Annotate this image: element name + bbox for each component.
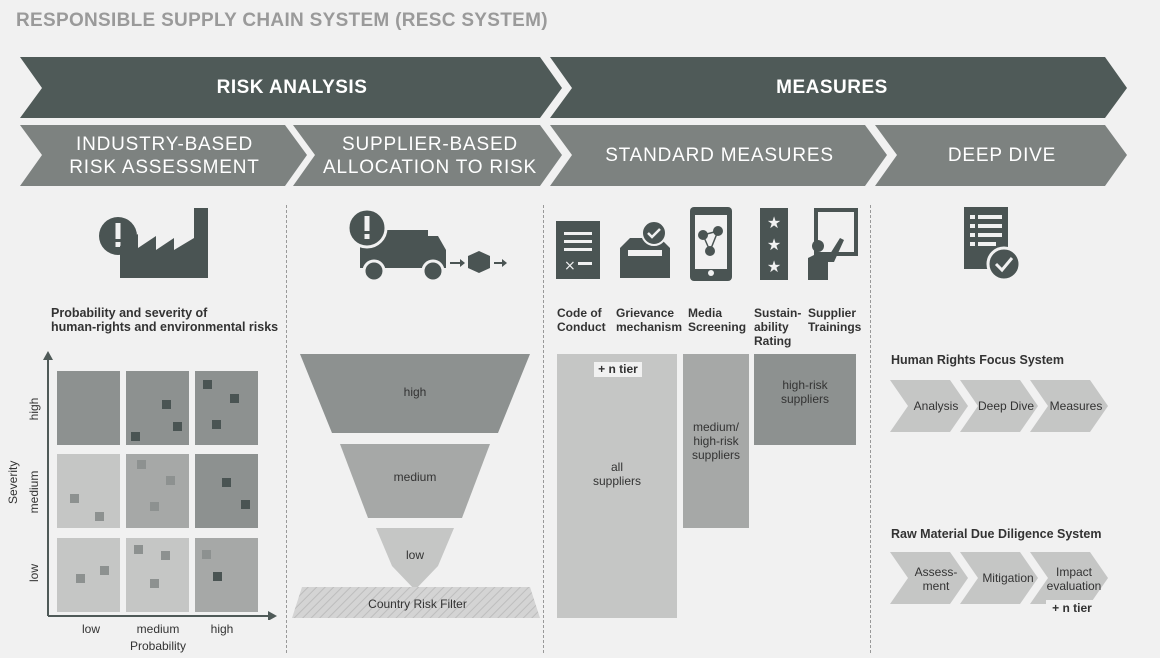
high-risk-bar — [754, 354, 856, 445]
measures-label: MEASURES — [776, 76, 888, 98]
risk-matrix — [43, 351, 277, 620]
grievance-mailbox-icon — [620, 220, 670, 278]
funnel-medium — [340, 444, 490, 518]
page-title: RESPONSIBLE SUPPLY CHAIN SYSTEM (RESC SY… — [16, 10, 548, 31]
funnel-low-label: low — [405, 548, 424, 562]
x-tick: low — [81, 622, 100, 636]
band-shapes — [20, 57, 1127, 186]
supplier-trainings-icon — [808, 208, 858, 280]
chevron-step — [1030, 380, 1108, 432]
rm-chevrons — [890, 552, 1108, 604]
risk-funnel — [292, 354, 540, 618]
country-risk-filter — [292, 587, 540, 618]
y-tick: low — [27, 564, 41, 583]
severity-axis-label: Severity — [6, 460, 20, 504]
divider — [286, 205, 287, 653]
truck-warning-icon — [348, 208, 507, 282]
hr-chevrons — [890, 380, 1108, 432]
matrix-cell — [57, 538, 120, 612]
matrix-cell — [195, 538, 258, 612]
hr-step-deepdive: Deep Dive — [977, 399, 1035, 413]
chevron-step — [890, 380, 968, 432]
country-risk-filter-label: Country Risk Filter — [368, 597, 467, 611]
rm-step-assessment: Assess-ment — [914, 565, 958, 593]
chevron-step — [960, 380, 1038, 432]
rm-step-mitigation: Mitigation — [982, 571, 1034, 585]
matrix-cell — [57, 371, 120, 445]
deep-dive-checklist-icon — [964, 207, 1022, 282]
all-suppliers-bar — [557, 354, 677, 618]
standard-band — [550, 125, 887, 186]
svg-text:★: ★ — [767, 257, 781, 276]
hr-step-measures: Measures — [1049, 399, 1103, 413]
medium-high-risk-bar — [683, 354, 749, 528]
matrix-cell — [57, 454, 120, 528]
code-of-conduct-icon: × — [556, 221, 600, 279]
y-tick: high — [27, 397, 41, 421]
svg-text:×: × — [564, 258, 576, 274]
deepdive-band — [875, 125, 1127, 186]
raw-material-title: Raw Material Due Diligence System — [891, 527, 1102, 541]
chevron-step — [890, 552, 968, 604]
matrix-cell — [126, 454, 189, 528]
funnel-low — [376, 528, 454, 590]
deepdive-label: DEEP DIVE — [947, 145, 1057, 166]
svg-text:★: ★ — [767, 213, 781, 232]
divider — [543, 205, 544, 653]
hr-step-analysis: Analysis — [913, 399, 959, 413]
chevron-step — [1030, 552, 1108, 604]
divider — [870, 205, 871, 653]
supplier-band — [293, 125, 562, 186]
sustainability-rating-icon: ★ ★ ★ — [760, 208, 788, 280]
industry-band — [20, 125, 307, 186]
measures-band — [550, 57, 1127, 118]
matrix-cell — [195, 454, 258, 528]
chevron-step — [960, 552, 1038, 604]
hr-focus-title: Human Rights Focus System — [891, 353, 1064, 367]
probability-axis-label: Probability — [129, 639, 187, 653]
rm-n-tier-badge: + n tier — [1046, 600, 1098, 616]
funnel-high-label: high — [403, 385, 427, 399]
funnel-medium-label: medium — [393, 470, 437, 484]
factory-warning-icon — [99, 208, 208, 278]
risk-analysis-label: RISK ANALYSIS — [216, 76, 368, 98]
x-tick: medium — [136, 622, 180, 636]
x-tick: high — [210, 622, 234, 636]
risk-analysis-band — [20, 57, 562, 118]
n-tier-badge: + n tier — [594, 362, 642, 377]
svg-text:★: ★ — [767, 235, 781, 254]
y-tick: medium — [27, 470, 41, 514]
media-screening-phone-icon — [690, 207, 732, 281]
funnel-high — [300, 354, 530, 433]
standard-label: STANDARD MEASURES — [605, 145, 834, 166]
